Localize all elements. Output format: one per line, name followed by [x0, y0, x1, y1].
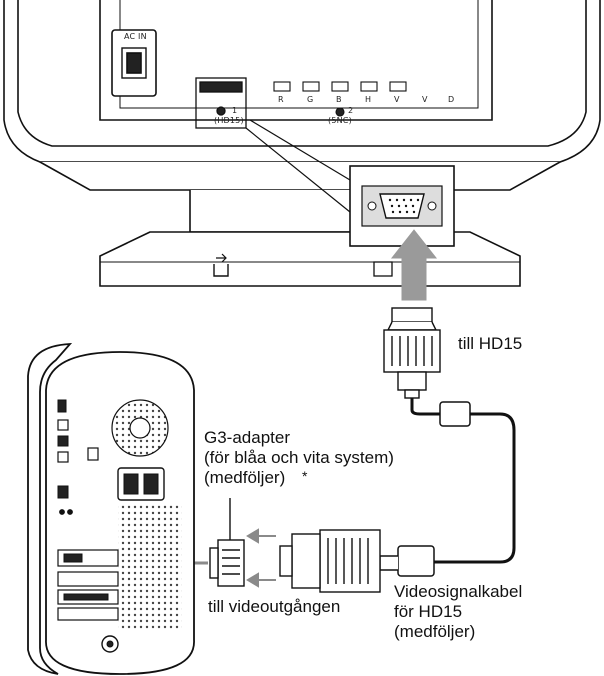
input-1-sub-label: (HD15)	[214, 116, 244, 125]
cable-label-included: (medföljer)	[394, 622, 476, 641]
cable-ferrite-upper	[439, 401, 471, 427]
hd15-plug-monitor	[383, 307, 441, 399]
bnc-letter-b: B	[336, 95, 342, 104]
g3-adapter	[209, 498, 245, 587]
g3-adapter-included: (medföljer)	[204, 468, 286, 487]
bnc-letter-v1: V	[394, 95, 400, 104]
insert-arrow-up	[390, 229, 438, 301]
insert-arrows-left	[246, 528, 276, 588]
input-2-label: 2	[348, 106, 354, 115]
till-videoutgangen-label: till videoutgången	[208, 597, 341, 616]
bnc-letter-v2: V	[422, 95, 428, 104]
cable-label-title: Videosignalkabel	[394, 582, 523, 601]
input-2-sub-label: (5NC)	[328, 116, 352, 125]
g3-adapter-title: G3-adapter	[204, 428, 290, 447]
bnc-connector-row	[270, 81, 420, 121]
input-1-label: 1	[232, 106, 238, 115]
ac-in-label: AC IN	[124, 32, 147, 41]
computer-rear	[27, 342, 195, 675]
bnc-letter-h: H	[365, 95, 372, 104]
bnc-letter-d: D	[448, 95, 455, 104]
input-1-block	[195, 77, 361, 213]
till-hd15-label: till HD15	[458, 334, 523, 353]
bnc-letter-g: G	[307, 95, 314, 104]
monitor-rear	[3, 0, 601, 287]
cable-ferrite-lower	[397, 545, 435, 577]
hd15-plug-computer	[279, 529, 381, 593]
video-cable	[410, 398, 516, 564]
hd15-port-inset	[349, 165, 455, 247]
g3-adapter-systems: (för blåa och vita system)	[204, 448, 394, 467]
g3-adapter-asterisk: *	[302, 468, 308, 484]
bnc-letter-r: R	[278, 95, 284, 104]
cable-label-hd15: för HD15	[394, 602, 463, 621]
